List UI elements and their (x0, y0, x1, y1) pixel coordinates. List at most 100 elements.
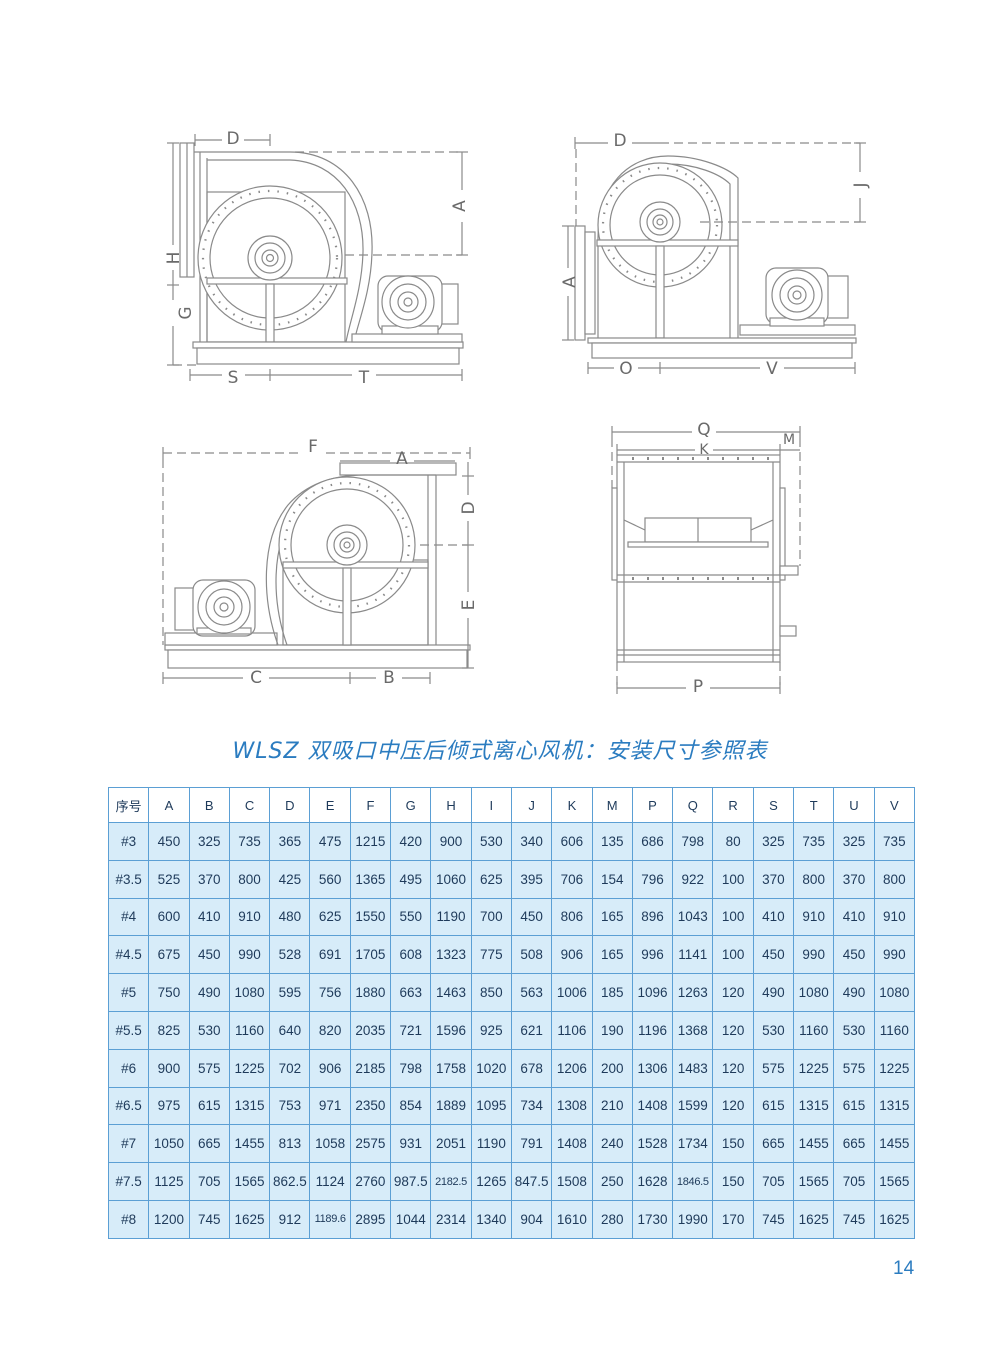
value-cell: 798 (390, 1048, 432, 1088)
value-cell: 1508 (551, 1162, 593, 1201)
value-cell: 706 (551, 859, 593, 899)
value-cell: 1990 (672, 1199, 714, 1239)
value-cell: 1263 (672, 973, 714, 1012)
model-cell: #3 (107, 822, 150, 861)
value-cell: 1190 (470, 1124, 512, 1164)
model-cell: #4.5 (107, 935, 150, 975)
page-number: 14 (893, 1258, 915, 1279)
value-cell: 1625 (228, 1199, 271, 1239)
value-cell: 850 (470, 973, 512, 1012)
motor-shaft (219, 602, 229, 612)
value-cell: 1889 (430, 1086, 472, 1126)
model-cell: #7.5 (107, 1162, 150, 1201)
dim-label-a: A (396, 449, 408, 469)
value-cell: 2035 (349, 1010, 392, 1050)
dim-label-t: T (358, 368, 370, 388)
hub (339, 537, 355, 553)
value-cell: 745 (752, 1199, 795, 1239)
dim-label-d: D (459, 501, 479, 514)
page-title: WLSZ 双吸口中压后倾式离心风机：安装尺寸参照表 (232, 739, 768, 764)
side-plate-left (611, 487, 618, 581)
value-cell: 1215 (349, 822, 392, 861)
dim-label-q: Q (697, 420, 710, 440)
impeller-shaft (627, 541, 769, 548)
value-cell: 420 (390, 822, 432, 861)
dim-label-a: A (450, 200, 470, 212)
value-cell: 1365 (349, 859, 392, 899)
shaft-stub-upper (779, 565, 799, 576)
value-cell: 1141 (672, 935, 714, 975)
value-cell: 575 (752, 1048, 795, 1088)
value-cell: 550 (390, 897, 432, 937)
value-cell: 410 (833, 897, 875, 937)
value-cell: 2760 (349, 1162, 392, 1201)
value-cell: 906 (551, 935, 593, 975)
value-cell: 1705 (349, 935, 392, 975)
value-cell: 625 (309, 897, 351, 937)
value-cell: 615 (833, 1086, 875, 1126)
header-cell-s: S (752, 787, 795, 823)
value-cell: 1096 (631, 973, 674, 1012)
value-cell: 560 (309, 859, 351, 899)
value-cell: 675 (148, 935, 190, 975)
shaft-stub-lower (779, 625, 797, 637)
value-cell: 480 (269, 897, 311, 937)
value-cell: 615 (188, 1086, 230, 1126)
value-cell: 990 (793, 935, 835, 975)
value-cell: 120 (712, 1010, 754, 1050)
dim-label-k: K (699, 442, 709, 458)
value-cell: 734 (510, 1086, 553, 1126)
motor-base-plate (351, 333, 463, 343)
value-cell: 1190 (430, 897, 472, 937)
value-cell: 1308 (551, 1086, 593, 1126)
hub-ring (254, 242, 286, 274)
value-cell: 665 (188, 1124, 230, 1164)
value-cell: 150 (712, 1162, 754, 1201)
value-cell: 1565 (228, 1162, 271, 1201)
value-cell: 495 (390, 859, 432, 899)
header-cell-p: P (631, 787, 674, 823)
value-cell: 325 (752, 822, 795, 861)
value-cell: 665 (833, 1124, 875, 1164)
value-cell: 912 (269, 1199, 311, 1239)
dim-label-d: D (226, 129, 239, 149)
value-cell: 800 (228, 859, 271, 899)
value-cell: 1610 (551, 1199, 593, 1239)
value-cell: 705 (833, 1162, 875, 1201)
value-cell: 1730 (631, 1199, 674, 1239)
value-cell: 705 (188, 1162, 230, 1201)
value-cell: 800 (873, 859, 916, 899)
value-cell: 922 (672, 859, 714, 899)
value-cell: 528 (269, 935, 311, 975)
value-cell: 1463 (430, 973, 472, 1012)
value-cell: 425 (269, 859, 311, 899)
dim-label-b: B (383, 668, 395, 688)
value-cell: 665 (752, 1124, 795, 1164)
header-cell-b: B (188, 787, 230, 823)
value-cell: 530 (470, 822, 512, 861)
value-cell: 791 (510, 1124, 553, 1164)
value-cell: 990 (873, 935, 916, 975)
value-cell: 931 (390, 1124, 432, 1164)
value-cell: 753 (269, 1086, 311, 1126)
value-cell: 135 (591, 822, 633, 861)
header-cell-v: V (873, 787, 916, 823)
hub (652, 214, 668, 230)
value-cell: 900 (148, 1048, 190, 1088)
dim-label-e: E (459, 600, 479, 611)
value-cell: 1599 (672, 1086, 714, 1126)
header-cell-j: J (510, 787, 553, 823)
value-cell: 1455 (228, 1124, 271, 1164)
dim-label-j: J (851, 182, 871, 188)
value-cell: 340 (510, 822, 553, 861)
motor-ring (779, 277, 815, 313)
value-cell: 1550 (349, 897, 392, 937)
value-cell: 896 (631, 897, 674, 937)
value-cell: 530 (188, 1010, 230, 1050)
dim-label-m: M (783, 432, 795, 448)
